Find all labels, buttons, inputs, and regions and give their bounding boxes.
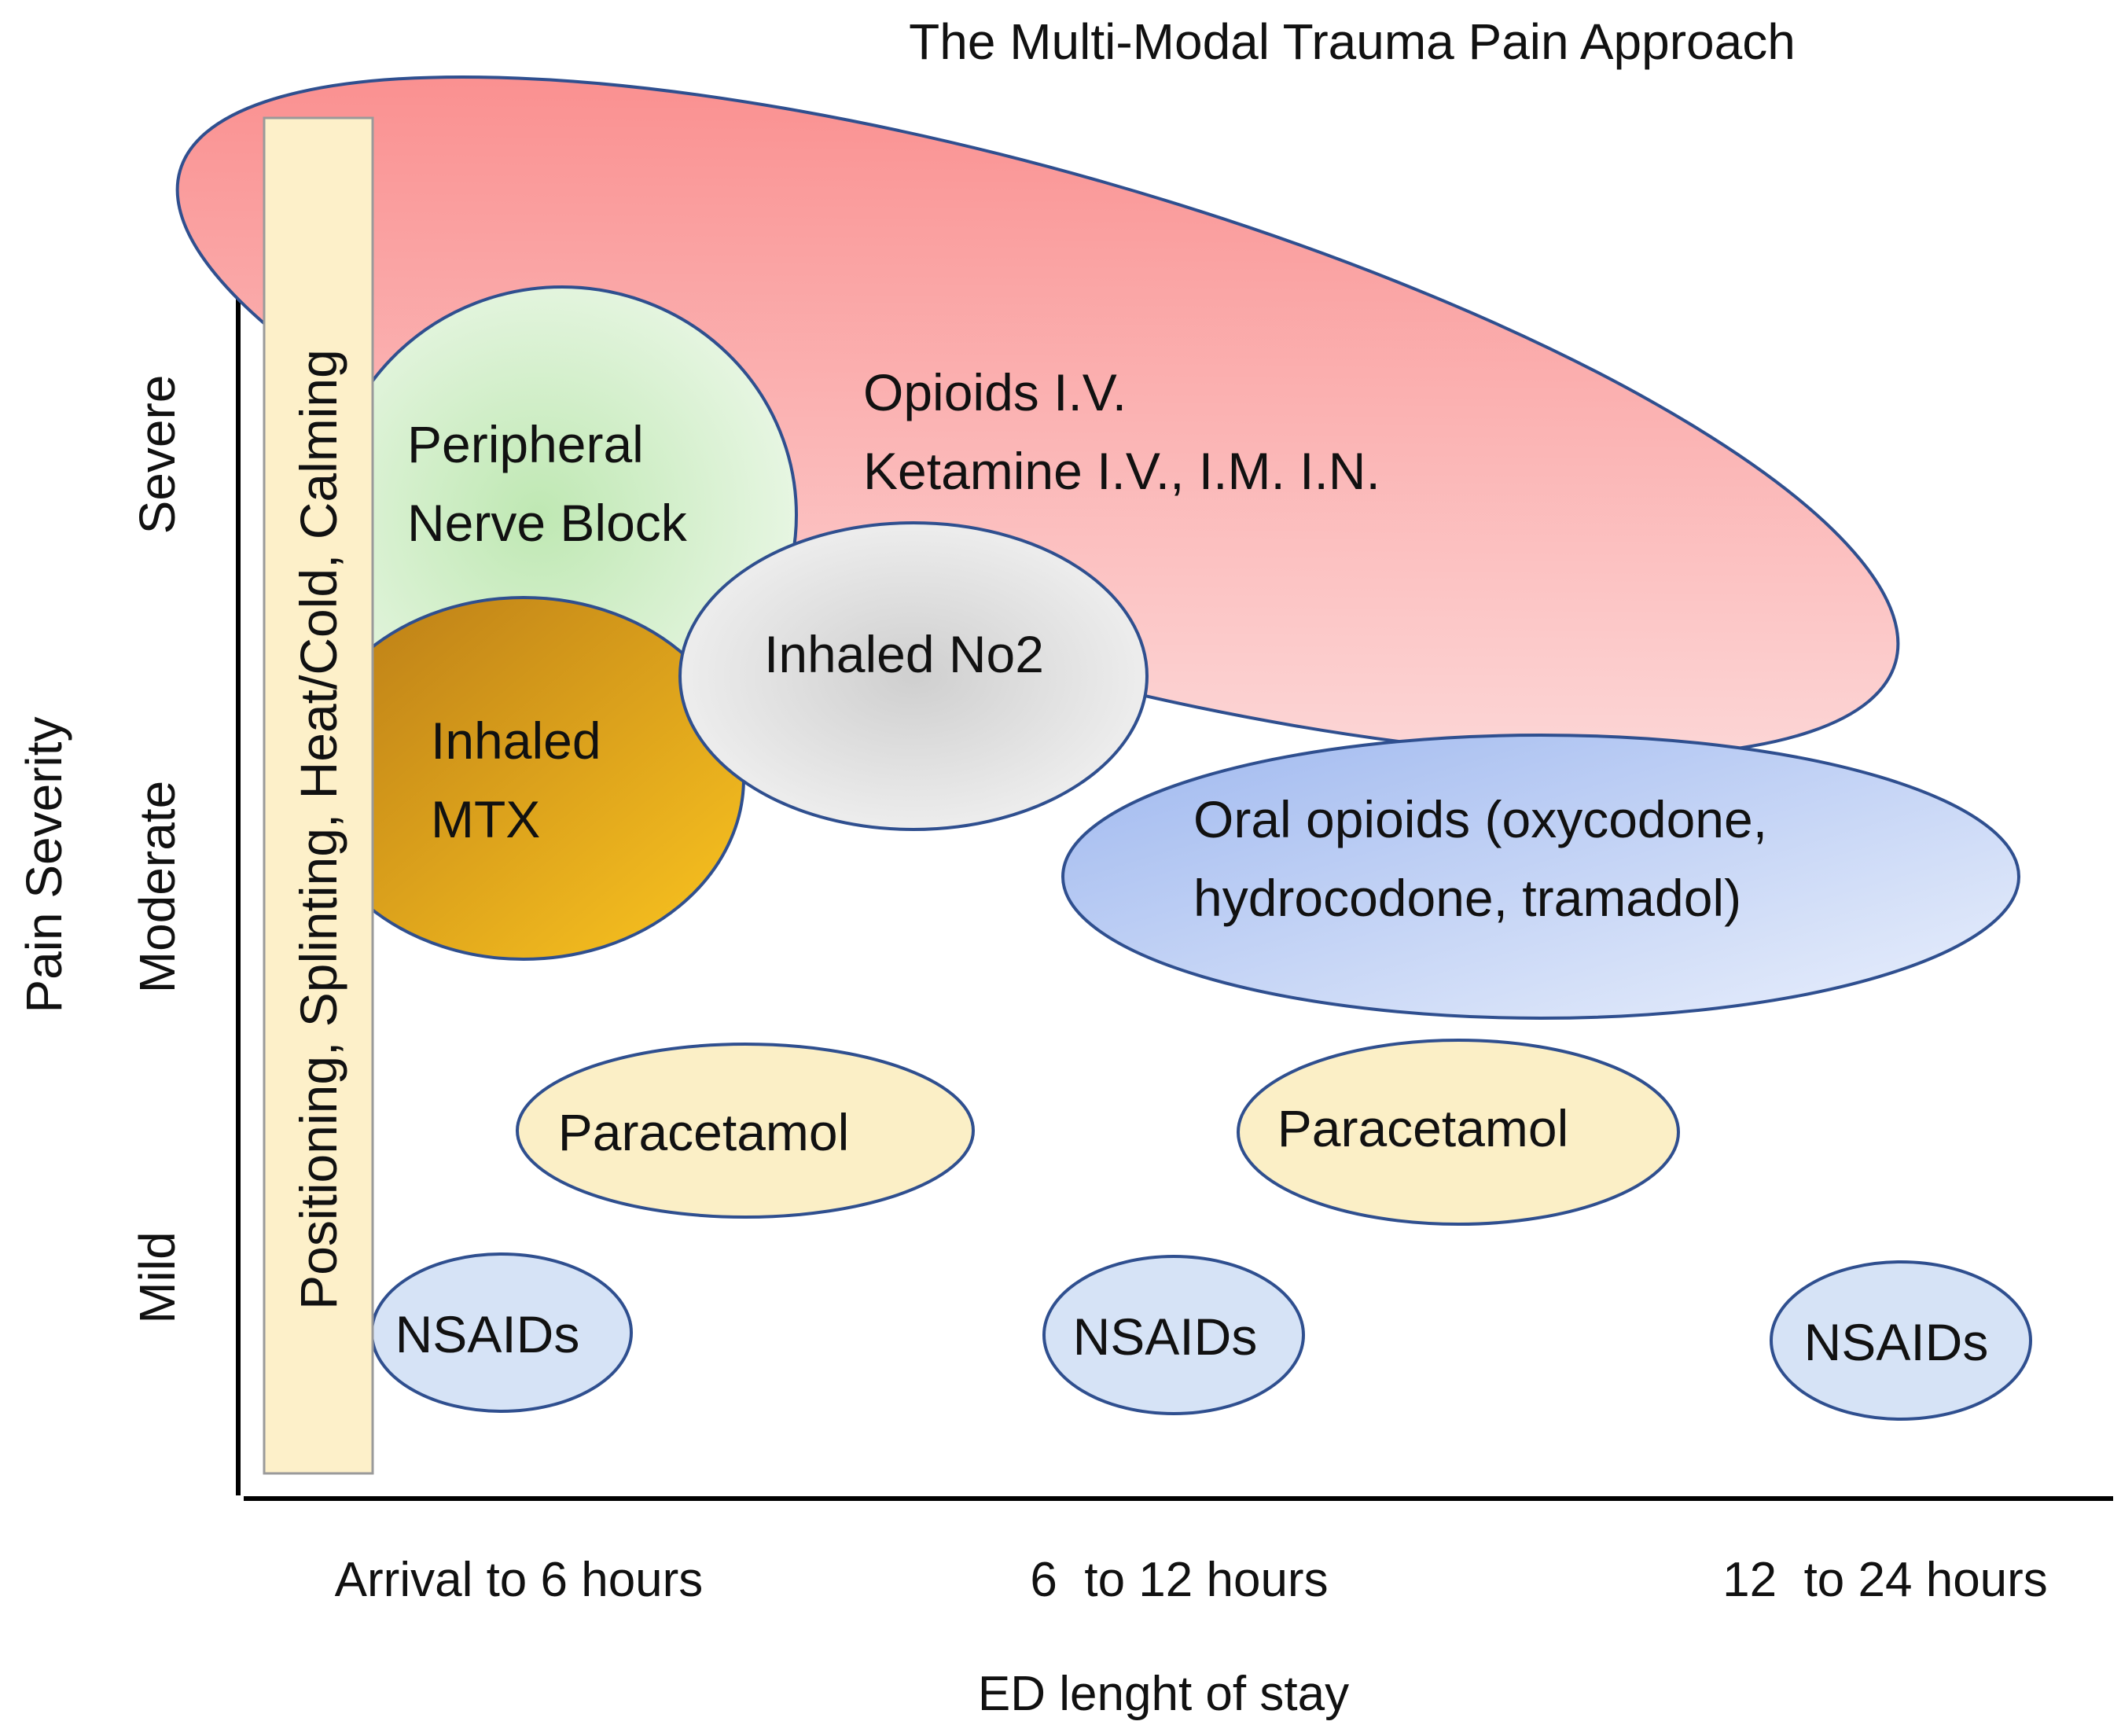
nsaids-ellipse-mid (1042, 1255, 1305, 1415)
y-axis-title: Pain Severity (16, 716, 72, 1013)
diagram-title: The Multi-Modal Trauma Pain Approach (909, 13, 1796, 70)
nonpharm-label: Positioning, Splinting, Heat/Cold, Calmi… (289, 349, 347, 1310)
nsaids-label-early: NSAIDs (395, 1305, 580, 1363)
nerve-block-label-line1: Peripheral (407, 415, 644, 473)
paracetamol-label-early: Paracetamol (558, 1103, 850, 1161)
severity-label-moderate: Moderate (129, 781, 186, 993)
oral-opioids-ellipse (1061, 734, 2020, 1020)
inhaled-mtx-label-line1: Inhaled (431, 712, 601, 770)
x-axis-title: ED lenght of stay (978, 1667, 1349, 1721)
nsaids-ellipse-late (1770, 1260, 2032, 1421)
inhaled-no2-label: Inhaled No2 (764, 625, 1044, 683)
oral-opioids-label-line2: hydrocodone, tramadol) (1193, 869, 1741, 927)
paracetamol-ellipse-early (516, 1043, 975, 1219)
nsaids-label-mid: NSAIDs (1073, 1308, 1258, 1366)
nerve-block-label-line2: Nerve Block (407, 494, 688, 552)
severity-label-mild: Mild (129, 1231, 186, 1323)
nonpharm-bar (263, 116, 374, 1475)
paracetamol-ellipse-mid (1237, 1039, 1680, 1226)
period-label-6-12: 6 to 12 hours (1030, 1553, 1328, 1607)
inhaled-no2-ellipse (678, 521, 1149, 831)
severity-label-severe: Severe (129, 375, 186, 535)
nsaids-label-late: NSAIDs (1804, 1313, 1989, 1371)
ketamine-label: Ketamine I.V., I.M. I.N. (863, 442, 1380, 500)
opioids-iv-label: Opioids I.V. (863, 363, 1127, 421)
oral-opioids-label-line1: Oral opioids (oxycodone, (1193, 790, 1767, 848)
inhaled-mtx-label-line2: MTX (431, 790, 540, 848)
period-label-arrival: Arrival to 6 hours (335, 1553, 704, 1607)
period-label-12-24: 12 to 24 hours (1722, 1553, 2048, 1607)
paracetamol-label-mid: Paracetamol (1277, 1099, 1569, 1157)
